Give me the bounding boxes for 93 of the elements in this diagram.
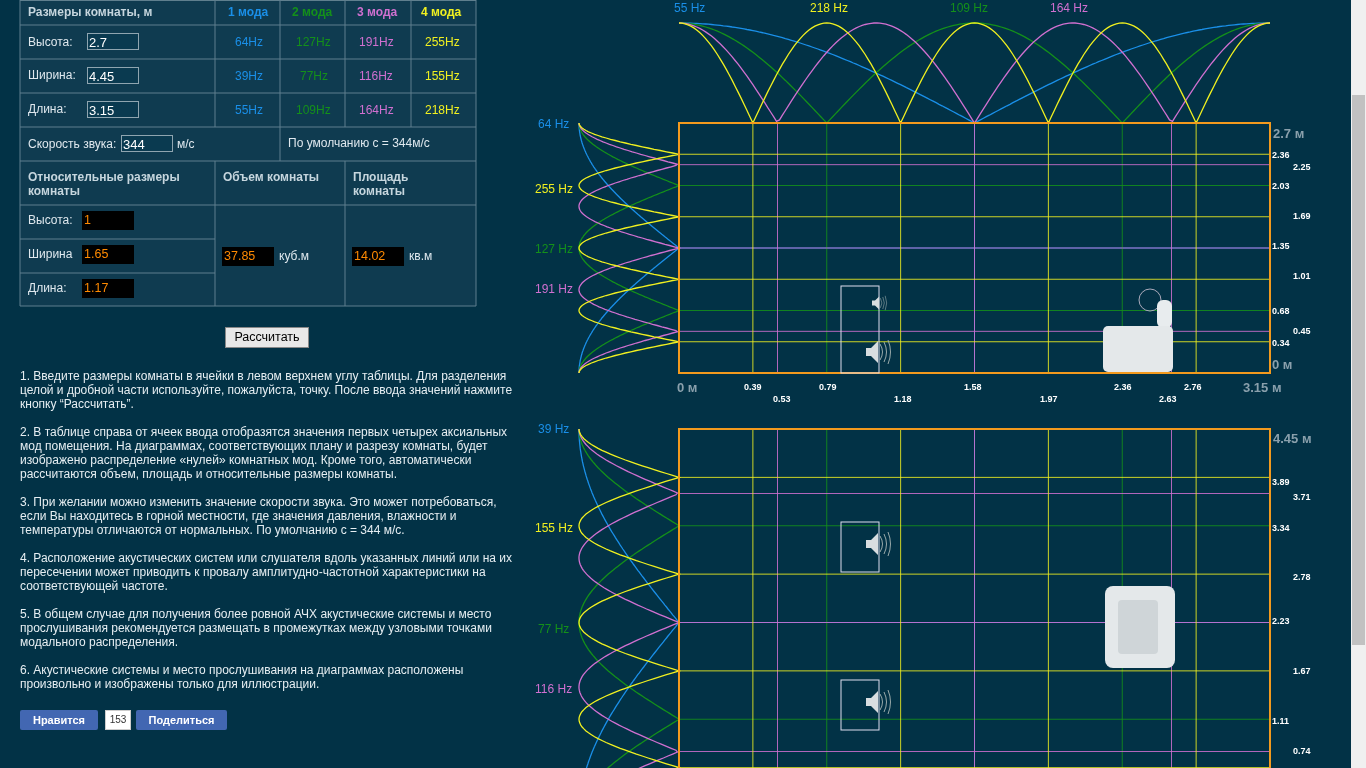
dimension-label: 1.69 [1293,211,1311,221]
dimension-label: 1.18 [894,394,912,404]
frequency-value: 191Hz [359,35,394,49]
dimension-label: 3.34 [1272,523,1290,533]
frequency-value: 116Hz [359,69,393,83]
dimension-label: 0.74 [1293,746,1311,756]
input-field: 4.45 [87,67,139,84]
frequency-label: 155 Hz [535,521,574,535]
dimension-label: 2.7 м [1273,126,1305,141]
like-button: Нравится [20,710,98,730]
input-field: 344 [121,135,173,152]
instruction-paragraph: 5. В общем случае для получения более ровной АЧХ акустические системы и место прослушивания рекомендуется размещать в промежутках между узловыми точками модального распределения. [20,607,493,649]
output-field: 1.17 [82,279,134,298]
calculate-button: Рассчитать [225,327,309,348]
frequency-value: 64Hz [235,35,263,49]
mode-heading: 3 мода [357,5,398,19]
frequency-label: 255 Hz [535,182,574,196]
output-field: 37.85 [222,247,274,266]
dimension-label: 3.71 [1293,492,1311,502]
dimension-label: 0.79 [819,382,837,392]
dimension-label: 0 м [677,380,698,395]
frequency-value: 255Hz [425,35,460,49]
dimension-label: 1.35 [1272,241,1290,251]
table-heading: Объем комнаты [223,170,320,184]
dimension-label: 0.53 [773,394,791,404]
input-field: 3.15 [87,101,139,118]
field-label: Длина: [28,281,67,295]
frequency-label: 127 Hz [535,242,574,256]
table-heading: Площадь комнаты [353,170,410,198]
frequency-value: 77Hz [300,69,328,83]
frequency-label: 64 Hz [538,117,570,131]
dimension-label: 1.58 [964,382,982,392]
frequency-label: 164 Hz [1050,1,1089,15]
frequency-label: 39 Hz [538,422,570,436]
field-label: Длина: [28,102,67,116]
frequency-label: 191 Hz [535,282,574,296]
dimension-label: 1.11 [1272,716,1290,726]
unit-text: кв.м [409,249,433,263]
output-field: 1 [82,211,134,230]
dimension-label: 1.01 [1293,271,1311,281]
dimension-label: 0.45 [1293,326,1311,336]
frequency-value: 127Hz [296,35,331,49]
frequency-label: 218 Hz [810,1,849,15]
frequency-label: 55 Hz [674,1,706,15]
frequency-value: 164Hz [359,103,394,117]
dimension-label: 1.67 [1293,666,1311,676]
dimension-label: 2.78 [1293,572,1311,582]
dimension-label: 0 м [1272,357,1293,372]
dimension-label: 2.36 [1114,382,1132,392]
field-label: Скорость звука: [28,137,117,151]
frequency-label: 77 Hz [538,622,570,636]
share-button: Поделиться [136,710,227,730]
instruction-paragraph: 1. Введите размеры комнаты в ячейки в левом верхнем углу таблицы. Для разделения целой и дробной части используйте, пожалуйста, точку. После ввода значений нажмите кнопку “Рассчитать”. [20,369,514,411]
input-field: 2.7 [87,33,139,50]
instruction-paragraph: 4. Расположение акустических систем или слушателя вдоль указанных линий или на их пересечении может приводить к провалу амплитудно-частотной характеристики на соответствующей частоте. [20,551,513,593]
field-label: Высота: [28,35,73,49]
frequency-label: 116 Hz [535,682,573,696]
dimension-label: 0.68 [1272,306,1290,316]
mode-heading: 2 мода [292,5,333,19]
mode-heading: 1 мода [228,5,269,19]
frequency-value: 218Hz [425,103,460,117]
frequency-value: 55Hz [235,103,263,117]
dimension-label: 2.36 [1272,150,1290,160]
output-field: 14.02 [352,247,404,266]
dimension-label: 3.15 м [1243,380,1282,395]
field-label: Ширина: [28,68,76,82]
table-heading: Относительные размеры комнаты [28,170,181,198]
dimension-label: 0.34 [1272,338,1290,348]
unit-text: куб.м [279,249,309,263]
dimension-label: 2.23 [1272,616,1290,626]
dimension-label: 3.89 [1272,477,1290,487]
dimension-label: 2.76 [1184,382,1202,392]
frequency-value: 39Hz [235,69,263,83]
field-label: Высота: [28,213,73,227]
like-count: 153 [105,710,131,730]
unit-text: м/с [177,137,195,151]
frequency-value: 109Hz [296,103,331,117]
field-label: Ширина [28,247,73,261]
mode-heading: 4 мода [421,5,462,19]
dimension-label: 2.03 [1272,181,1290,191]
dimension-label: 4.45 м [1273,431,1312,446]
frequency-label: 109 Hz [950,1,989,15]
instruction-paragraph: 6. Акустические системы и место прослушивания на диаграммах расположены произвольно и изображены только для иллюстрации. [20,663,465,691]
instruction-paragraph: 3. При желании можно изменить значение скорости звука. Это может потребоваться, если Вы находитесь в горной местности, где значения давления, влажности и температуры отличаются от нормальных. По умолчанию с = 344 м/с. [20,495,498,537]
instruction-paragraph: 2. В таблице справа от ячеек ввода отобразятся значения первых четырех аксиальных мод помещения. На диаграммах, соответствующих плану и разрезу комнаты, будет изображено распределение «нулей» комнатных мод. Кроме того, автоматически рассчитаются объем, площадь и относительные размеры комнаты. [20,425,509,481]
output-field: 1.65 [82,245,134,264]
default-note: По умолчанию с = 344м/с [288,136,430,150]
dimension-label: 0.39 [744,382,762,392]
dimension-label: 1.97 [1040,394,1058,404]
dimension-label: 2.25 [1293,162,1311,172]
table-heading: Размеры комнаты, м [28,5,153,19]
dimension-label: 2.63 [1159,394,1177,404]
frequency-value: 155Hz [425,69,460,83]
